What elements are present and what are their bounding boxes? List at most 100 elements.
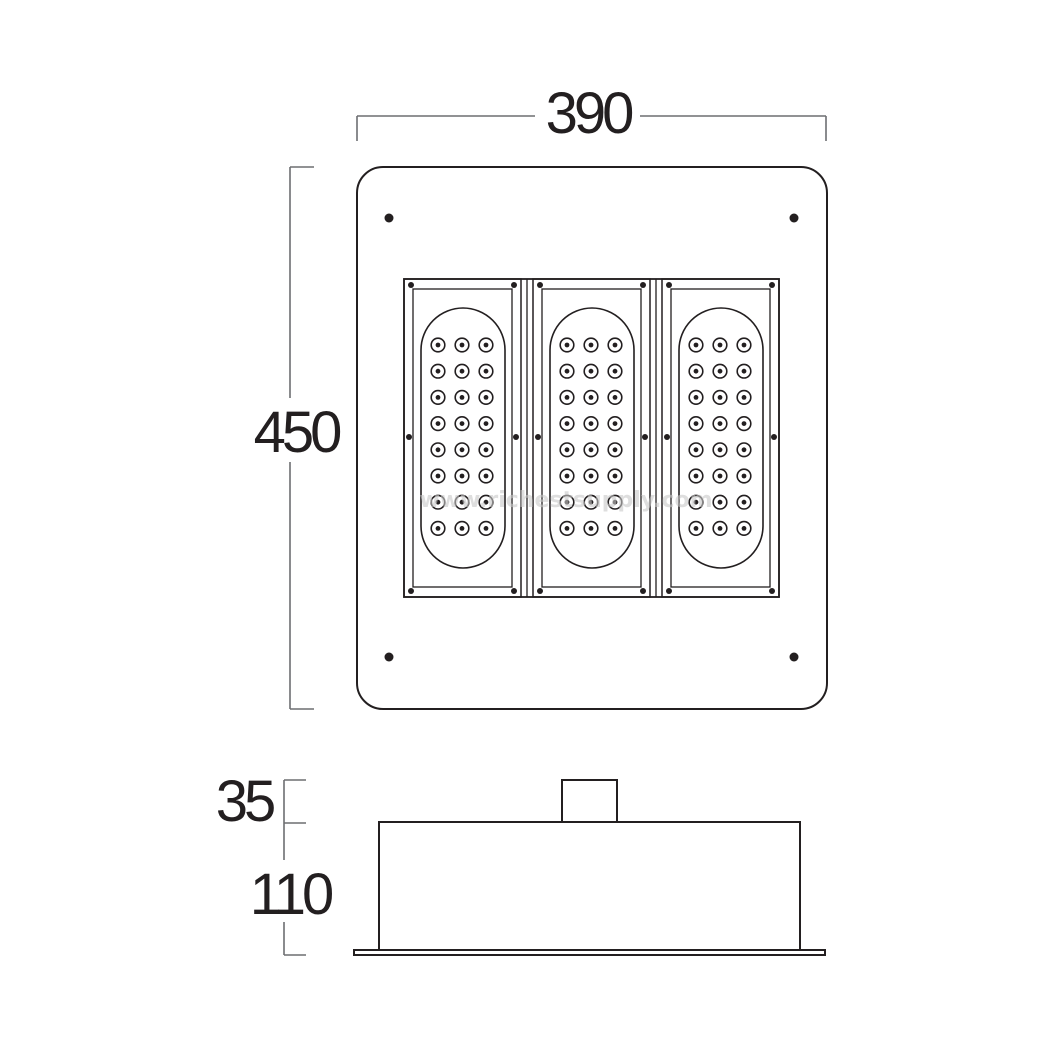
height-label-backdrop [240,398,350,462]
width-dimension-label: 390 [546,81,633,146]
mounting-hole-top-left [384,213,394,223]
led-core [435,368,441,374]
module-screw [769,588,775,594]
mounting-holes [384,213,799,662]
led-core [693,499,699,505]
side-view [353,779,826,956]
led-core [564,473,570,479]
module-screw [640,282,646,288]
led-core [612,473,618,479]
side-dimensions: 35 110 [208,769,342,956]
led-core [693,342,699,348]
led-core [459,342,465,348]
height-dimension: 450 [240,166,350,710]
height-dimension-label: 450 [254,400,341,465]
led-core [717,447,723,453]
module-screw [511,282,517,288]
led-core [717,499,723,505]
led-core [435,421,441,426]
led-core [459,447,465,453]
led-core [459,421,465,426]
led-core [564,421,570,426]
led-core [564,499,570,505]
module-screw [666,588,672,594]
led-core [741,473,747,479]
led-module-inner-frame [412,288,513,588]
led-core [612,447,618,453]
led-core [588,499,594,505]
led-lens-window [420,307,506,569]
led-module-inner-frame [670,288,771,588]
module-screw [511,588,517,594]
led-core [564,526,570,531]
led-core [612,499,618,505]
module-screw [406,434,412,440]
led-core [483,526,489,531]
led-core [435,395,441,400]
led-core [741,421,747,426]
led-core [483,499,489,505]
front-plate-outline [356,166,828,710]
side-view-flange [353,949,826,956]
led-core [741,342,747,348]
led-module-plate [403,278,522,598]
led-core [741,447,747,453]
led-lens-window [549,307,635,569]
led-core [693,395,699,400]
body-height-label: 110 [250,862,332,927]
led-core [612,395,618,400]
led-module-plate [661,278,780,598]
led-core [717,342,723,348]
module-array-frame [403,278,780,598]
led-core [588,526,594,531]
led-core [741,368,747,374]
width-dimension: 390 [356,81,827,146]
led-core [693,473,699,479]
led-core [741,499,747,505]
led-core [693,526,699,531]
led-core [717,368,723,374]
led-core [459,499,465,505]
module-screw [640,588,646,594]
body-height-label-backdrop [238,860,342,922]
led-core [693,368,699,374]
module-screw [769,282,775,288]
module-screw [642,434,648,440]
module-screw [537,282,543,288]
module-screw [408,588,414,594]
led-core [483,368,489,374]
led-core [612,342,618,348]
led-module-plate [532,278,651,598]
led-core [693,421,699,426]
module-screw [771,434,777,440]
mounting-hole-bottom-left [384,652,394,662]
led-module-inner-frame [541,288,642,588]
top-height-label-backdrop [208,778,280,822]
led-core [483,447,489,453]
led-core [741,526,747,531]
led-core [612,421,618,426]
module-screw [535,434,541,440]
led-lens-window [678,307,764,569]
led-core [459,368,465,374]
led-core [717,473,723,479]
led-core [564,395,570,400]
led-core [435,526,441,531]
led-core [435,447,441,453]
module-screw [408,282,414,288]
led-core [435,499,441,505]
led-core [483,342,489,348]
led-module-array [403,278,780,598]
led-core [459,395,465,400]
module-screw [664,434,670,440]
led-core [483,473,489,479]
led-core [612,526,618,531]
mounting-hole-bottom-right [789,652,799,662]
side-view-body [378,821,801,951]
led-core [483,395,489,400]
module-screw [513,434,519,440]
watermark-text: www.richestsupply.com [419,488,712,513]
led-core [588,421,594,426]
led-core [741,395,747,400]
led-core [588,473,594,479]
